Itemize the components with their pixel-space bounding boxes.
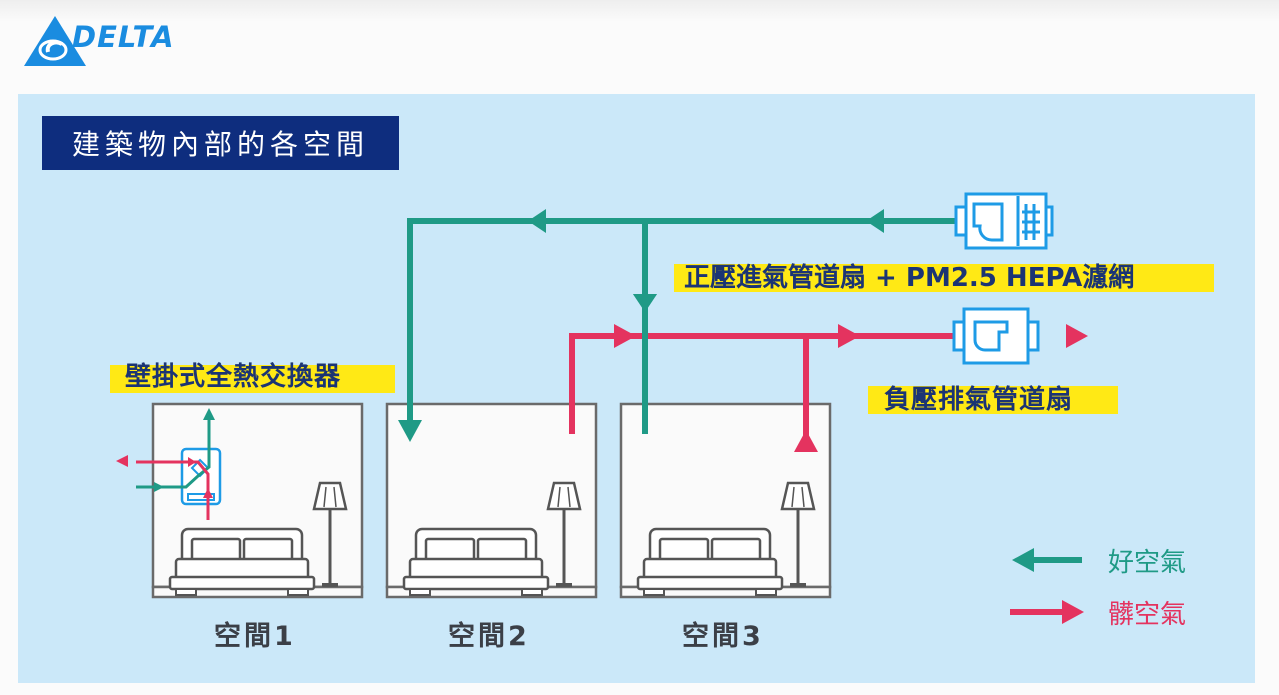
legend-bad-air-label: 髒空氣 (1108, 600, 1187, 630)
room-2-label: 空間2 (448, 621, 530, 652)
room-3-label: 空間3 (682, 621, 764, 652)
fan-with-filter-icon (954, 192, 1054, 250)
bed-icon (636, 527, 784, 597)
arrow-right-icon (614, 324, 636, 348)
bed-icon (168, 527, 316, 597)
legend-good-air-arrow (1012, 548, 1082, 572)
arrow-left-icon (1012, 548, 1034, 572)
arrow-right-icon (1062, 600, 1084, 624)
room-2 (385, 402, 598, 599)
top-band (0, 0, 1279, 22)
arrow-right-icon (838, 324, 860, 348)
fan-icon (952, 307, 1040, 365)
erv-label-highlight (110, 365, 395, 393)
intake-fan-label: 正壓進氣管道扇 + PM2.5 HEPA濾網 (684, 262, 1135, 293)
room-1-label: 空間1 (214, 621, 296, 652)
arrow-left-icon (528, 209, 546, 233)
arrow-left-icon (866, 209, 884, 233)
erv-label: 壁掛式全熱交換器 (125, 361, 342, 392)
legend-good-air-label: 好空氣 (1108, 548, 1187, 578)
page-title: 建築物內部的各空間 (42, 116, 399, 170)
brand-logo (22, 14, 222, 70)
heat-exchanger-icon (116, 408, 222, 520)
legend-bad-air-arrow (1010, 600, 1084, 624)
intake-label-highlight (674, 264, 1214, 292)
brand-name: DELTA (72, 20, 175, 54)
bad-air-duct (569, 333, 958, 440)
room-3 (619, 402, 832, 599)
arrow-right-icon (1066, 324, 1088, 348)
bed-icon (402, 527, 550, 597)
exhaust-fan-label: 負壓排氣管道扇 (884, 384, 1074, 415)
bad-air-arrows (614, 324, 1088, 452)
good-air-duct (407, 218, 958, 434)
arrow-down-icon (398, 420, 422, 442)
delta-triangle-logo-icon (24, 16, 86, 66)
exhaust-label-highlight (868, 386, 1118, 414)
arrow-up-icon (794, 430, 818, 452)
